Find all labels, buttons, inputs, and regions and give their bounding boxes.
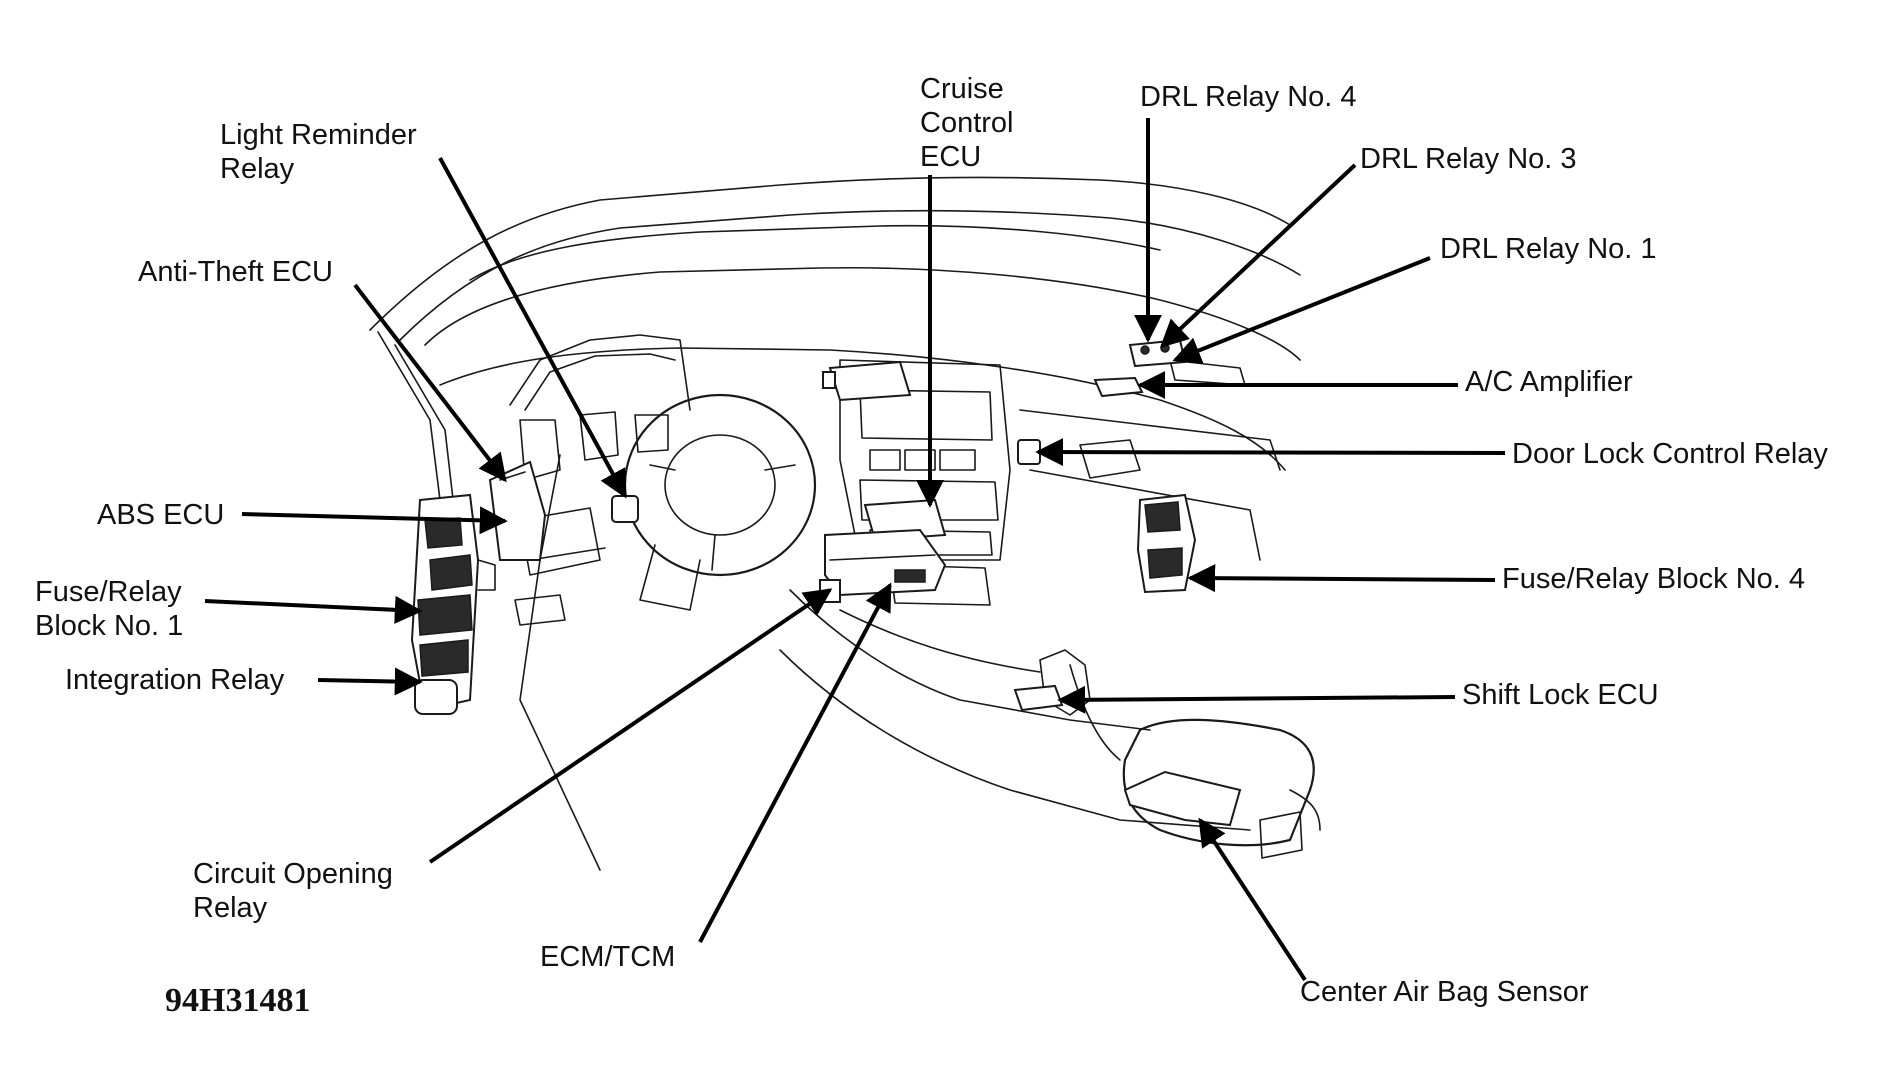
label-fuse-relay-block-1-line1: Fuse/Relay — [35, 576, 182, 608]
leader-abs-ecu — [241, 506, 508, 535]
label-abs-ecu: ABS ECU — [97, 499, 225, 531]
label-drl-relay-4: DRL Relay No. 4 — [1140, 81, 1357, 113]
label-ecm-tcm: ECM/TCM — [540, 941, 676, 973]
label-light-reminder-relay-line2: Relay — [220, 153, 295, 185]
dashboard-outline — [369, 176, 1321, 871]
label-fuse-relay-block-4: Fuse/Relay Block No. 4 — [1502, 563, 1806, 595]
label-fuse-relay-block-1-line2: Block No. 1 — [35, 610, 184, 642]
leader-integration-relay — [317, 667, 423, 696]
label-ac-amplifier: A/C Amplifier — [1465, 366, 1633, 398]
label-integration-relay: Integration Relay — [65, 664, 285, 696]
leader-lines — [204, 118, 1506, 982]
label-cruise-control-ecu-line3: ECU — [920, 141, 982, 173]
cruise-control-ecu-part — [863, 498, 947, 542]
label-light-reminder-relay: Light Reminder Relay — [220, 118, 417, 186]
label-circuit-opening-relay-line2: Relay — [193, 892, 268, 924]
center-air-bag-sensor-part — [1123, 770, 1242, 827]
leader-drl-relay-3 — [1159, 163, 1357, 348]
label-circuit-opening-relay: Circuit Opening Relay — [193, 857, 393, 925]
leader-drl-relay-1 — [1172, 256, 1431, 364]
door-lock-control-relay-part — [1017, 439, 1041, 465]
leader-anti-theft-ecu — [353, 283, 507, 483]
label-drl-relay-3: DRL Relay No. 3 — [1360, 143, 1577, 175]
leader-shift-lock-ecu — [1057, 685, 1456, 714]
leader-center-air-bag-sensor — [1198, 817, 1307, 982]
shift-lock-ecu-part — [1013, 684, 1064, 712]
figure-code: 94H31481 — [165, 982, 311, 1019]
label-drl-relay-1: DRL Relay No. 1 — [1440, 233, 1657, 265]
label-door-lock-control-relay: Door Lock Control Relay — [1512, 438, 1828, 470]
label-shift-lock-ecu: Shift Lock ECU — [1462, 679, 1659, 711]
leader-fuse-relay-block-4 — [1187, 564, 1496, 593]
label-fuse-relay-block-1: Fuse/Relay Block No. 1 — [35, 575, 183, 643]
drl-relays-part — [1128, 338, 1187, 368]
leader-circuit-opening-relay — [428, 588, 833, 864]
leader-fuse-relay-block-1 — [204, 595, 423, 624]
leader-light-reminder-relay — [438, 157, 627, 499]
label-cruise-control-ecu: Cruise Control ECU — [920, 72, 1014, 174]
leader-ecm-tcm — [698, 582, 892, 943]
label-anti-theft-ecu: Anti-Theft ECU — [138, 256, 333, 288]
label-circuit-opening-relay-line1: Circuit Opening — [193, 858, 393, 890]
upper-center-relay-part — [822, 360, 912, 402]
anti-theft-ecu-part — [488, 460, 547, 561]
light-reminder-relay-part — [611, 495, 639, 523]
label-center-air-bag-sensor: Center Air Bag Sensor — [1300, 976, 1589, 1008]
label-light-reminder-relay-line1: Light Reminder — [220, 119, 417, 151]
fuse-relay-block-4-part — [1136, 493, 1197, 594]
ecm-tcm-part — [819, 528, 947, 603]
label-cruise-control-ecu-line1: Cruise — [920, 73, 1004, 105]
integration-relay-part — [414, 679, 458, 715]
ac-amplifier-part — [1093, 376, 1144, 398]
leader-door-lock-control-relay — [1035, 438, 1506, 467]
label-cruise-control-ecu-line2: Control — [920, 107, 1014, 139]
fuse-relay-block-1-part — [410, 493, 496, 712]
